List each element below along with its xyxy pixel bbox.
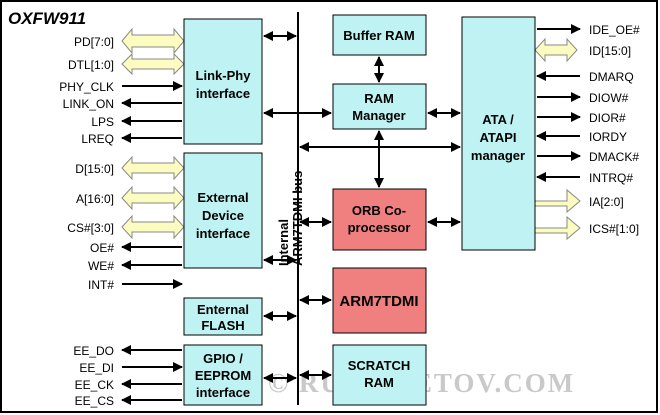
gpio-label-2: EEPROM [195, 368, 251, 383]
orb-label-1: ORB Co- [352, 203, 406, 218]
orb-label-2: processor [348, 220, 411, 235]
bus-label-2: ARM7TDMI bus [290, 171, 305, 266]
signal-diow: DIOW# [589, 91, 629, 105]
signal-dtl: DTL[1:0] [68, 58, 114, 72]
bus-arrow-ia [534, 188, 581, 214]
signal-iordy: IORDY [589, 130, 627, 144]
right-signal-lines [536, 24, 581, 182]
ata-label-1: ATA / [482, 112, 514, 127]
extdev-label-3: interface [196, 226, 250, 241]
signal-we: WE# [88, 259, 114, 273]
block-orb [332, 188, 427, 251]
signal-ia: IA[2:0] [589, 195, 624, 209]
block-ramman [332, 83, 427, 130]
signal-intrq: INTRQ# [589, 171, 633, 185]
signal-ee-do: EE_DO [73, 344, 114, 358]
block-linkphy [183, 18, 263, 145]
arm-label: ARM7TDMI [339, 293, 418, 310]
block-extdev [183, 152, 263, 269]
signal-oe: OE# [90, 241, 114, 255]
bus-label-1: Internal [276, 219, 291, 266]
signal-dior: DIOR# [589, 111, 626, 125]
signal-d: D[15:0] [75, 162, 114, 176]
signal-id: ID[15:0] [589, 44, 631, 58]
block-ata [461, 16, 536, 251]
extdev-label-2: Device [202, 208, 244, 223]
bus-arrow-id [534, 37, 578, 63]
block-gpio [183, 344, 263, 406]
block-extflash [183, 297, 263, 336]
signal-dmarq: DMARQ [589, 70, 634, 84]
signal-ee-di: EE_DI [79, 361, 114, 375]
signal-a: A[16:0] [76, 192, 114, 206]
bufram-label: Buffer RAM [343, 28, 415, 43]
ata-label-2: ATAPI [479, 130, 516, 145]
linkphy-label-1: Link-Phy [196, 68, 252, 83]
wide-bus-arrows-right [534, 37, 581, 241]
scratch-label-1: SCRATCH [348, 358, 411, 373]
gpio-label-3: interface [196, 385, 250, 400]
block-arm [332, 267, 427, 334]
ramman-label-2: Manager [352, 108, 405, 123]
internal-connections [263, 31, 461, 383]
signal-ics: ICS#[1:0] [589, 222, 639, 236]
signal-int: INT# [88, 278, 114, 292]
signal-link-on: LINK_ON [63, 97, 114, 111]
linkphy-label-2: interface [196, 86, 250, 101]
ramman-label-1: RAM [364, 91, 394, 106]
ata-label-3: manager [471, 148, 525, 163]
signal-lreq: LREQ [81, 132, 114, 146]
signal-ide-oe: IDE_OE# [589, 23, 640, 37]
scratch-label-2: RAM [364, 375, 394, 390]
left-signal-lines [121, 81, 183, 405]
signal-ee-ck: EE_CK [75, 378, 114, 392]
signal-lps: LPS [91, 115, 114, 129]
bus-arrow-ics [534, 215, 581, 241]
block-scratch [332, 344, 427, 406]
extflash-label-1: Enternal [197, 302, 249, 317]
signal-ee-cs: EE_CS [75, 394, 114, 408]
gpio-label-1: GPIO / [203, 351, 243, 366]
extflash-label-2: FLASH [201, 318, 244, 333]
signal-phy-clk: PHY_CLK [59, 80, 114, 94]
chip-title: OXFW911 [8, 9, 86, 28]
block-bufram [332, 14, 427, 56]
signal-cs: CS#[3:0] [67, 221, 114, 235]
extdev-label-1: External [197, 190, 248, 205]
signal-pd: PD[7:0] [74, 35, 114, 49]
signal-dmack: DMACK# [589, 150, 639, 164]
